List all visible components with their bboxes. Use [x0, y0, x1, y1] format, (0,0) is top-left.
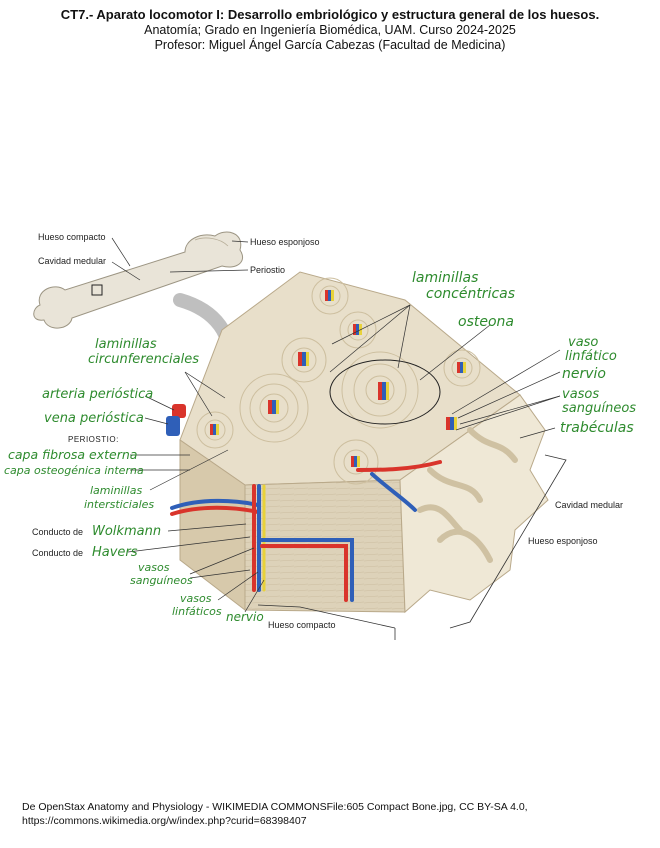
periosteal-vessels: [166, 404, 186, 436]
hw-vasos-sanguineos-b2: sanguíneos: [130, 574, 193, 587]
bone-block: [179, 271, 549, 614]
hw-vena-periostica: vena perióstica: [44, 411, 144, 426]
hw-vasos-linfaticos-1: vasos: [180, 592, 212, 605]
label-conducto-de-2: Conducto de: [32, 548, 83, 558]
label-conducto-de-1: Conducto de: [32, 527, 83, 537]
hw-osteona: osteona: [458, 314, 514, 330]
label-cavidad-medular-top: Cavidad medular: [38, 256, 106, 266]
zoom-box: [91, 284, 103, 296]
source-credit-line1: De OpenStax Anatomy and Physiology - WIK…: [22, 801, 528, 813]
hw-vaso-linfatico-2: linfático: [565, 349, 617, 364]
hw-nervio-bottom: nervio: [226, 610, 264, 624]
hw-vaso-linfatico-1: vaso: [568, 335, 598, 350]
label-hueso-esponjoso-right: Hueso esponjoso: [528, 536, 598, 546]
label-periostio-top: Periostio: [250, 265, 285, 275]
brackets: [257, 454, 567, 640]
hw-nervio-right: nervio: [562, 366, 606, 382]
hw-wolkmann: Wolkmann: [92, 524, 161, 539]
hw-havers: Havers: [92, 545, 138, 560]
hw-laminillas-circ-2: circunferenciales: [88, 352, 199, 367]
hw-laminillas-concentricas-2: concéntricas: [426, 286, 515, 302]
label-cavidad-medular-right: Cavidad medular: [555, 500, 623, 510]
hw-laminillas-concentricas-1: laminillas: [412, 270, 478, 286]
hw-laminillas-int-2: intersticiales: [84, 498, 154, 511]
page-title: CT7.- Aparato locomotor I: Desarrollo em…: [60, 7, 600, 22]
hw-laminillas-int-1: laminillas: [90, 484, 142, 497]
source-credit: De OpenStax Anatomy and Physiology - WIK…: [22, 800, 528, 828]
front-vessels: [170, 460, 442, 602]
label-hueso-compacto-top: Hueso compacto: [38, 232, 106, 242]
label-hueso-esponjoso-top: Hueso esponjoso: [250, 237, 320, 247]
professor-line: Profesor: Miguel Ángel García Cabezas (F…: [154, 38, 506, 52]
hw-capa-fibrosa: capa fibrosa externa: [8, 447, 137, 462]
label-periostio-heading: PERIOSTIO:: [68, 435, 119, 444]
source-credit-line2: https://commons.wikimedia.org/w/index.ph…: [22, 815, 307, 827]
hw-arteria-periostica: arteria perióstica: [42, 387, 153, 402]
osteon-outline: [329, 359, 441, 425]
hw-vasos-sanguineos-r2: sanguíneos: [562, 401, 636, 416]
haversian-canals: [210, 290, 466, 467]
course-subtitle: Anatomía; Grado en Ingeniería Biomédica,…: [144, 23, 516, 37]
hw-vasos-sanguineos-b1: vasos: [138, 561, 170, 574]
hw-vasos-linfaticos-2: linfáticos: [172, 605, 222, 618]
hw-laminillas-circ-1: laminillas: [95, 337, 157, 352]
hw-capa-osteogenica: capa osteogénica interna: [4, 464, 144, 477]
label-hueso-compacto-bottom: Hueso compacto: [268, 620, 336, 630]
hw-vasos-sanguineos-r1: vasos: [562, 387, 599, 402]
hw-trabeculas: trabéculas: [560, 420, 634, 436]
leader-lines: [127, 304, 561, 613]
